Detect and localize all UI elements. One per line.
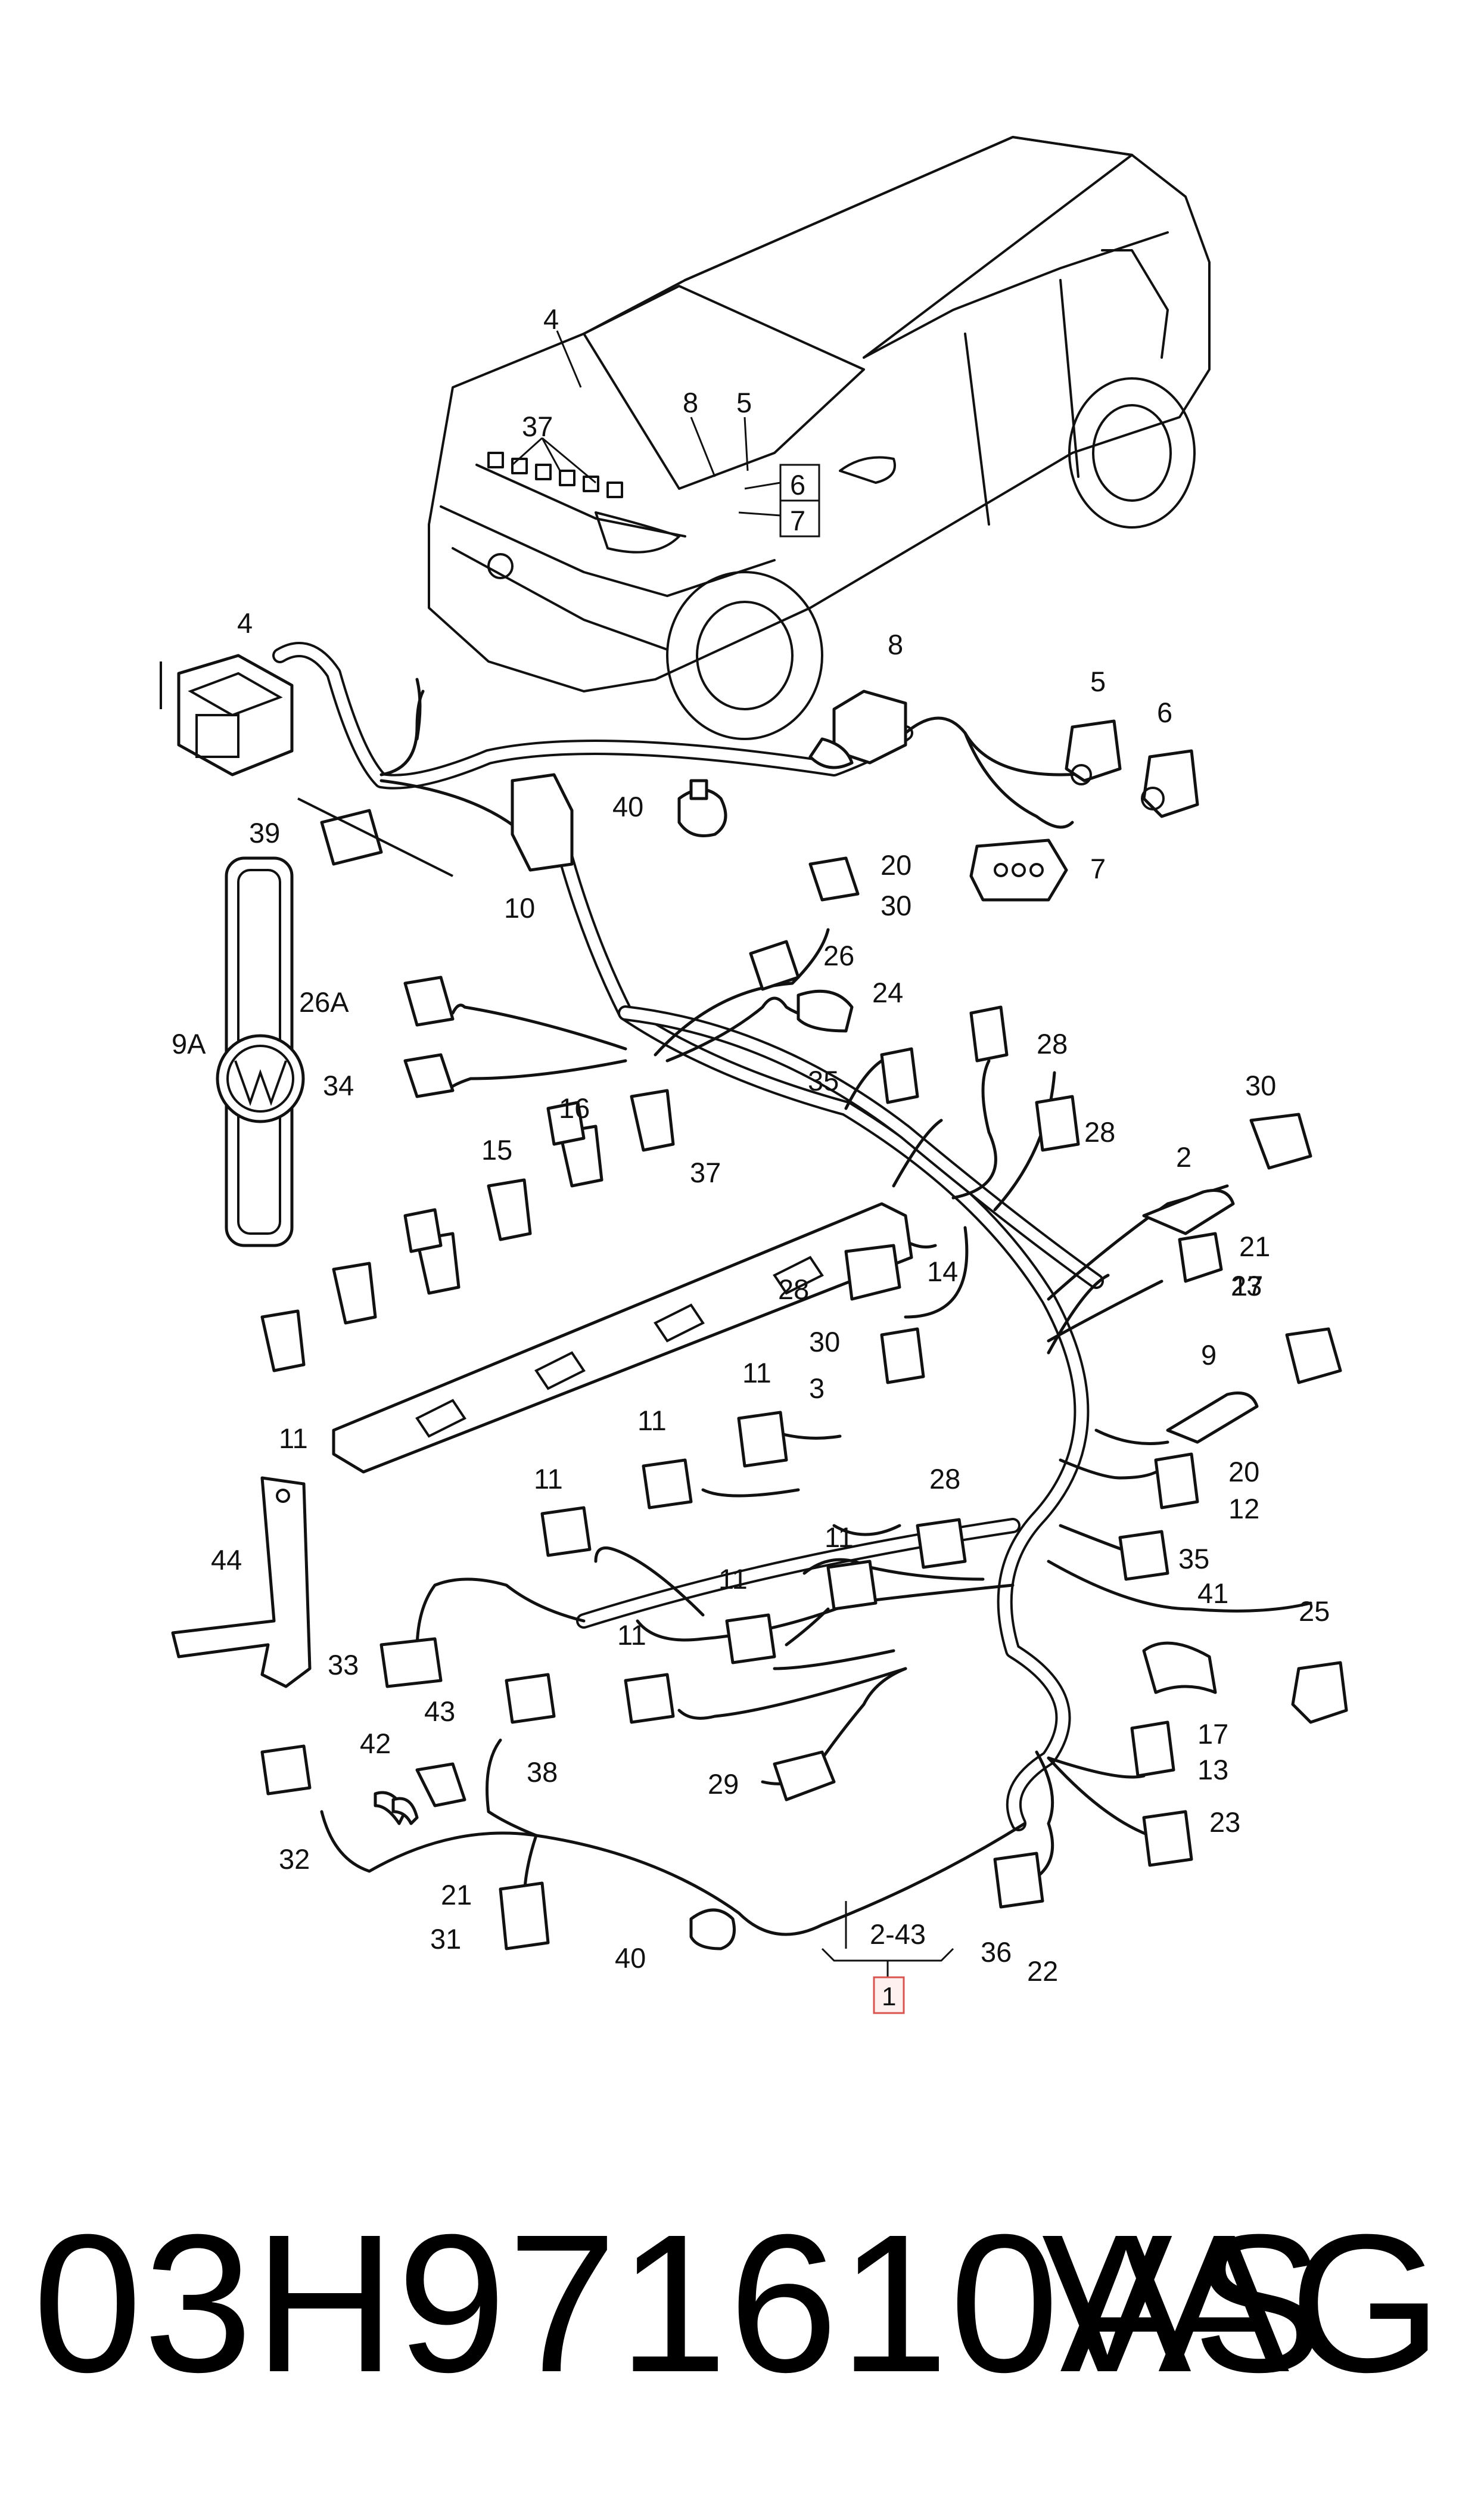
callout-label: 30: [1245, 1070, 1276, 1101]
callout-label: 32: [279, 1843, 310, 1875]
callout-label: 43: [424, 1695, 455, 1727]
bracket-44: [171, 1476, 312, 1688]
callout-label: 3: [809, 1372, 825, 1404]
bracket-39: [297, 797, 453, 877]
fuel-rail-9: [332, 1202, 913, 1474]
callout-label: 30: [881, 890, 911, 921]
ecu-module: [160, 654, 294, 776]
callout-label: 11: [637, 1405, 667, 1436]
callout-label: 16: [559, 1092, 590, 1124]
callout-label: 11: [742, 1357, 771, 1389]
grille-badge-9A: [216, 856, 305, 1247]
callout-label: 17: [1232, 1270, 1263, 1302]
callout-label: 26A: [299, 986, 349, 1018]
callout-label: 35: [1178, 1543, 1209, 1574]
main-part-bracket: 1: [821, 1901, 954, 2014]
callout-label: 11: [825, 1521, 854, 1553]
sleeve-3: [1166, 1327, 1342, 1444]
callout-label: 7: [1090, 853, 1106, 884]
callout-label: 28: [778, 1274, 809, 1305]
callout-label: 42: [360, 1728, 391, 1759]
callout-label: 7: [790, 505, 805, 536]
callout-label: 38: [527, 1756, 558, 1788]
callout-label: 28: [1037, 1028, 1068, 1060]
callout-label: 28: [1084, 1116, 1115, 1148]
sleeve-2: [1142, 1113, 1312, 1235]
callout-label: 40: [615, 1942, 646, 1974]
callout-label: 37: [690, 1157, 721, 1188]
callout-label: 34: [323, 1070, 354, 1101]
small-connectors: [260, 856, 1223, 1950]
sensor-5: [1065, 719, 1122, 785]
callout-label: 13: [1197, 1754, 1228, 1785]
callout-label: 41: [1197, 1577, 1228, 1609]
connector-43: [415, 1762, 466, 1807]
callout-label: 5: [1090, 666, 1106, 697]
car-illustration: [428, 136, 1211, 740]
callout-label: 39: [249, 817, 280, 849]
callout-label: 2-43: [870, 1918, 926, 1950]
callout-label: 44: [211, 1544, 242, 1576]
callout-label: 31: [430, 1923, 461, 1955]
connector-25: [1291, 1661, 1348, 1724]
callout-label: 23: [1231, 1270, 1262, 1302]
clips-42: [374, 1791, 419, 1825]
callout-label: 6: [1157, 697, 1172, 728]
part-number: 03H971610AS: [33, 2193, 1325, 2413]
callout-label: 28: [929, 1463, 960, 1495]
callout-label: 21: [1239, 1231, 1270, 1262]
callout-label: 36: [981, 1936, 1012, 1968]
callout-label: 8: [683, 387, 698, 418]
callout-label: 11: [718, 1563, 748, 1595]
sensor-6: [1141, 749, 1199, 818]
callout-label: 21: [441, 1879, 472, 1911]
clip-40-top: [677, 779, 727, 837]
callout-label: 35: [808, 1065, 839, 1097]
callout-label: 10: [504, 892, 535, 924]
wiring-harness-diagram: 4 37 8 5 6 7 4 8 5 6 40 39 10 7 20 30 9A…: [160, 136, 1348, 2014]
callout-label: 14: [927, 1256, 958, 1287]
callout-label: 40: [612, 791, 643, 822]
callout-label: 20: [1228, 1456, 1259, 1487]
callout-label: 5: [736, 387, 752, 418]
parts: [160, 654, 1348, 1950]
callout-label: 33: [328, 1649, 359, 1681]
callout-label: 11: [617, 1619, 646, 1651]
callout-label: 8: [888, 629, 903, 660]
callout-label: 24: [872, 977, 903, 1008]
callout-label: 25: [1299, 1595, 1330, 1627]
injector-connectors: [260, 1089, 675, 1372]
callout-label: 6: [790, 469, 805, 501]
callout-label: 4: [543, 303, 559, 335]
callout-label: 9: [1201, 1339, 1217, 1371]
callout-label: 11: [534, 1463, 563, 1495]
callout-label: 26: [823, 940, 854, 971]
relay-10: [511, 773, 574, 872]
callout-label: 22: [1027, 1955, 1058, 1987]
callout-label: 15: [481, 1134, 512, 1166]
callout-label: 23: [1209, 1806, 1240, 1838]
callout-label: 17: [1197, 1718, 1228, 1750]
callout-label: 11: [279, 1422, 308, 1454]
brand-name: VAG: [1041, 2193, 1442, 2413]
callout-label: 2: [1176, 1141, 1191, 1173]
callout-labels: 4 37 8 5 6 7 4 8 5 6 40 39 10 7 20 30 9A…: [172, 303, 1330, 2014]
connector-7: [969, 838, 1068, 902]
callout-label: 37: [522, 411, 553, 442]
callout-label: 29: [708, 1768, 739, 1800]
main-part-box: [873, 1976, 905, 2014]
clip-41: [1142, 1641, 1217, 1694]
callout-label: 30: [809, 1326, 840, 1358]
callout-label: 9A: [172, 1028, 206, 1060]
inline-connector-8: [808, 689, 907, 769]
callout-label: 4: [237, 607, 253, 639]
main-part-label: 1: [882, 1982, 896, 2011]
callout-label: 12: [1228, 1493, 1259, 1524]
callout-label: 20: [881, 849, 911, 881]
harness-wires: [320, 678, 1312, 1936]
